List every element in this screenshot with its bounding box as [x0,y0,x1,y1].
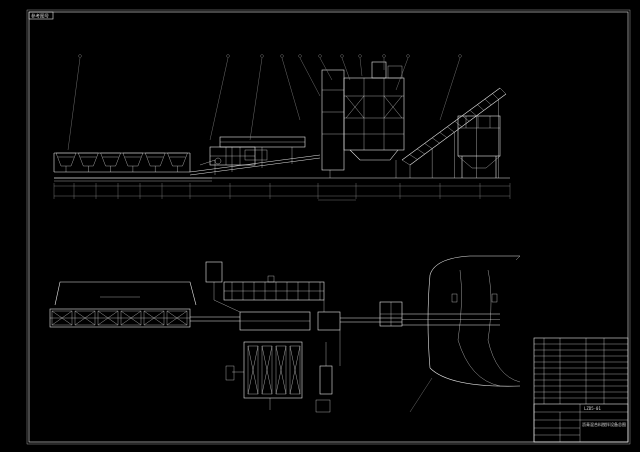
inner-frame [28,11,629,443]
truss-member [477,104,484,111]
feed-bin [167,152,188,172]
title-block: LZD5-01 沥青混合料搅拌设备总图 [533,337,629,443]
truss-member [469,110,477,116]
truss-member [492,93,499,100]
plan-view [49,255,521,413]
leader-line [395,54,410,91]
plan-feed-bins [49,308,191,328]
truss-member [416,148,425,155]
truss-member [447,126,455,133]
leader-line [439,54,462,121]
mixing-tower [321,61,405,178]
leader-line [298,54,321,97]
truss-member [462,115,470,122]
outer-frame [26,9,631,445]
elevation-view [53,54,511,201]
corner-tag-text: 参考图号 [31,13,49,20]
feed-bin [100,152,121,172]
feed-bin [55,152,77,172]
collecting-belt [189,136,321,176]
truss-member [484,98,492,106]
storage-rack [261,345,273,395]
feed-bin [78,152,99,172]
truss-member [424,143,433,149]
truss-member [432,137,440,144]
leader-line [318,54,333,81]
product-silo [457,115,501,178]
plan-ramp [54,281,197,306]
truss-member [409,154,418,160]
truss-member [401,159,411,166]
feed-bin [144,152,166,172]
feed-bin [122,152,144,172]
leader-line [67,54,82,151]
leader-line [358,54,363,77]
plan-drum-baghouse [205,261,341,331]
inclined-conveyor [401,87,507,178]
cold-feed-bins [53,152,212,182]
drawing-number: LZD5-01 [584,406,601,411]
leader-line [382,54,386,70]
plan-belt [190,316,240,322]
storage-rack [289,345,301,395]
truss-member [499,87,507,95]
plan-main-line [340,293,500,327]
corner-tag: 参考图号 [28,11,54,20]
storage-rack [247,345,259,395]
elevation-leaders [67,54,462,151]
storage-rack [275,345,287,395]
truss-member [439,132,448,138]
leader-line [249,54,264,141]
leader-line [280,54,301,121]
leader-line [209,54,230,141]
plan-storage-area [225,330,341,413]
drying-drum [209,146,256,166]
elevation-dimensions [53,183,511,201]
drawing-title: 沥青混合料搅拌设备总图 [582,421,626,427]
leader-line [340,54,351,81]
plan-turning-arcs [427,255,521,387]
